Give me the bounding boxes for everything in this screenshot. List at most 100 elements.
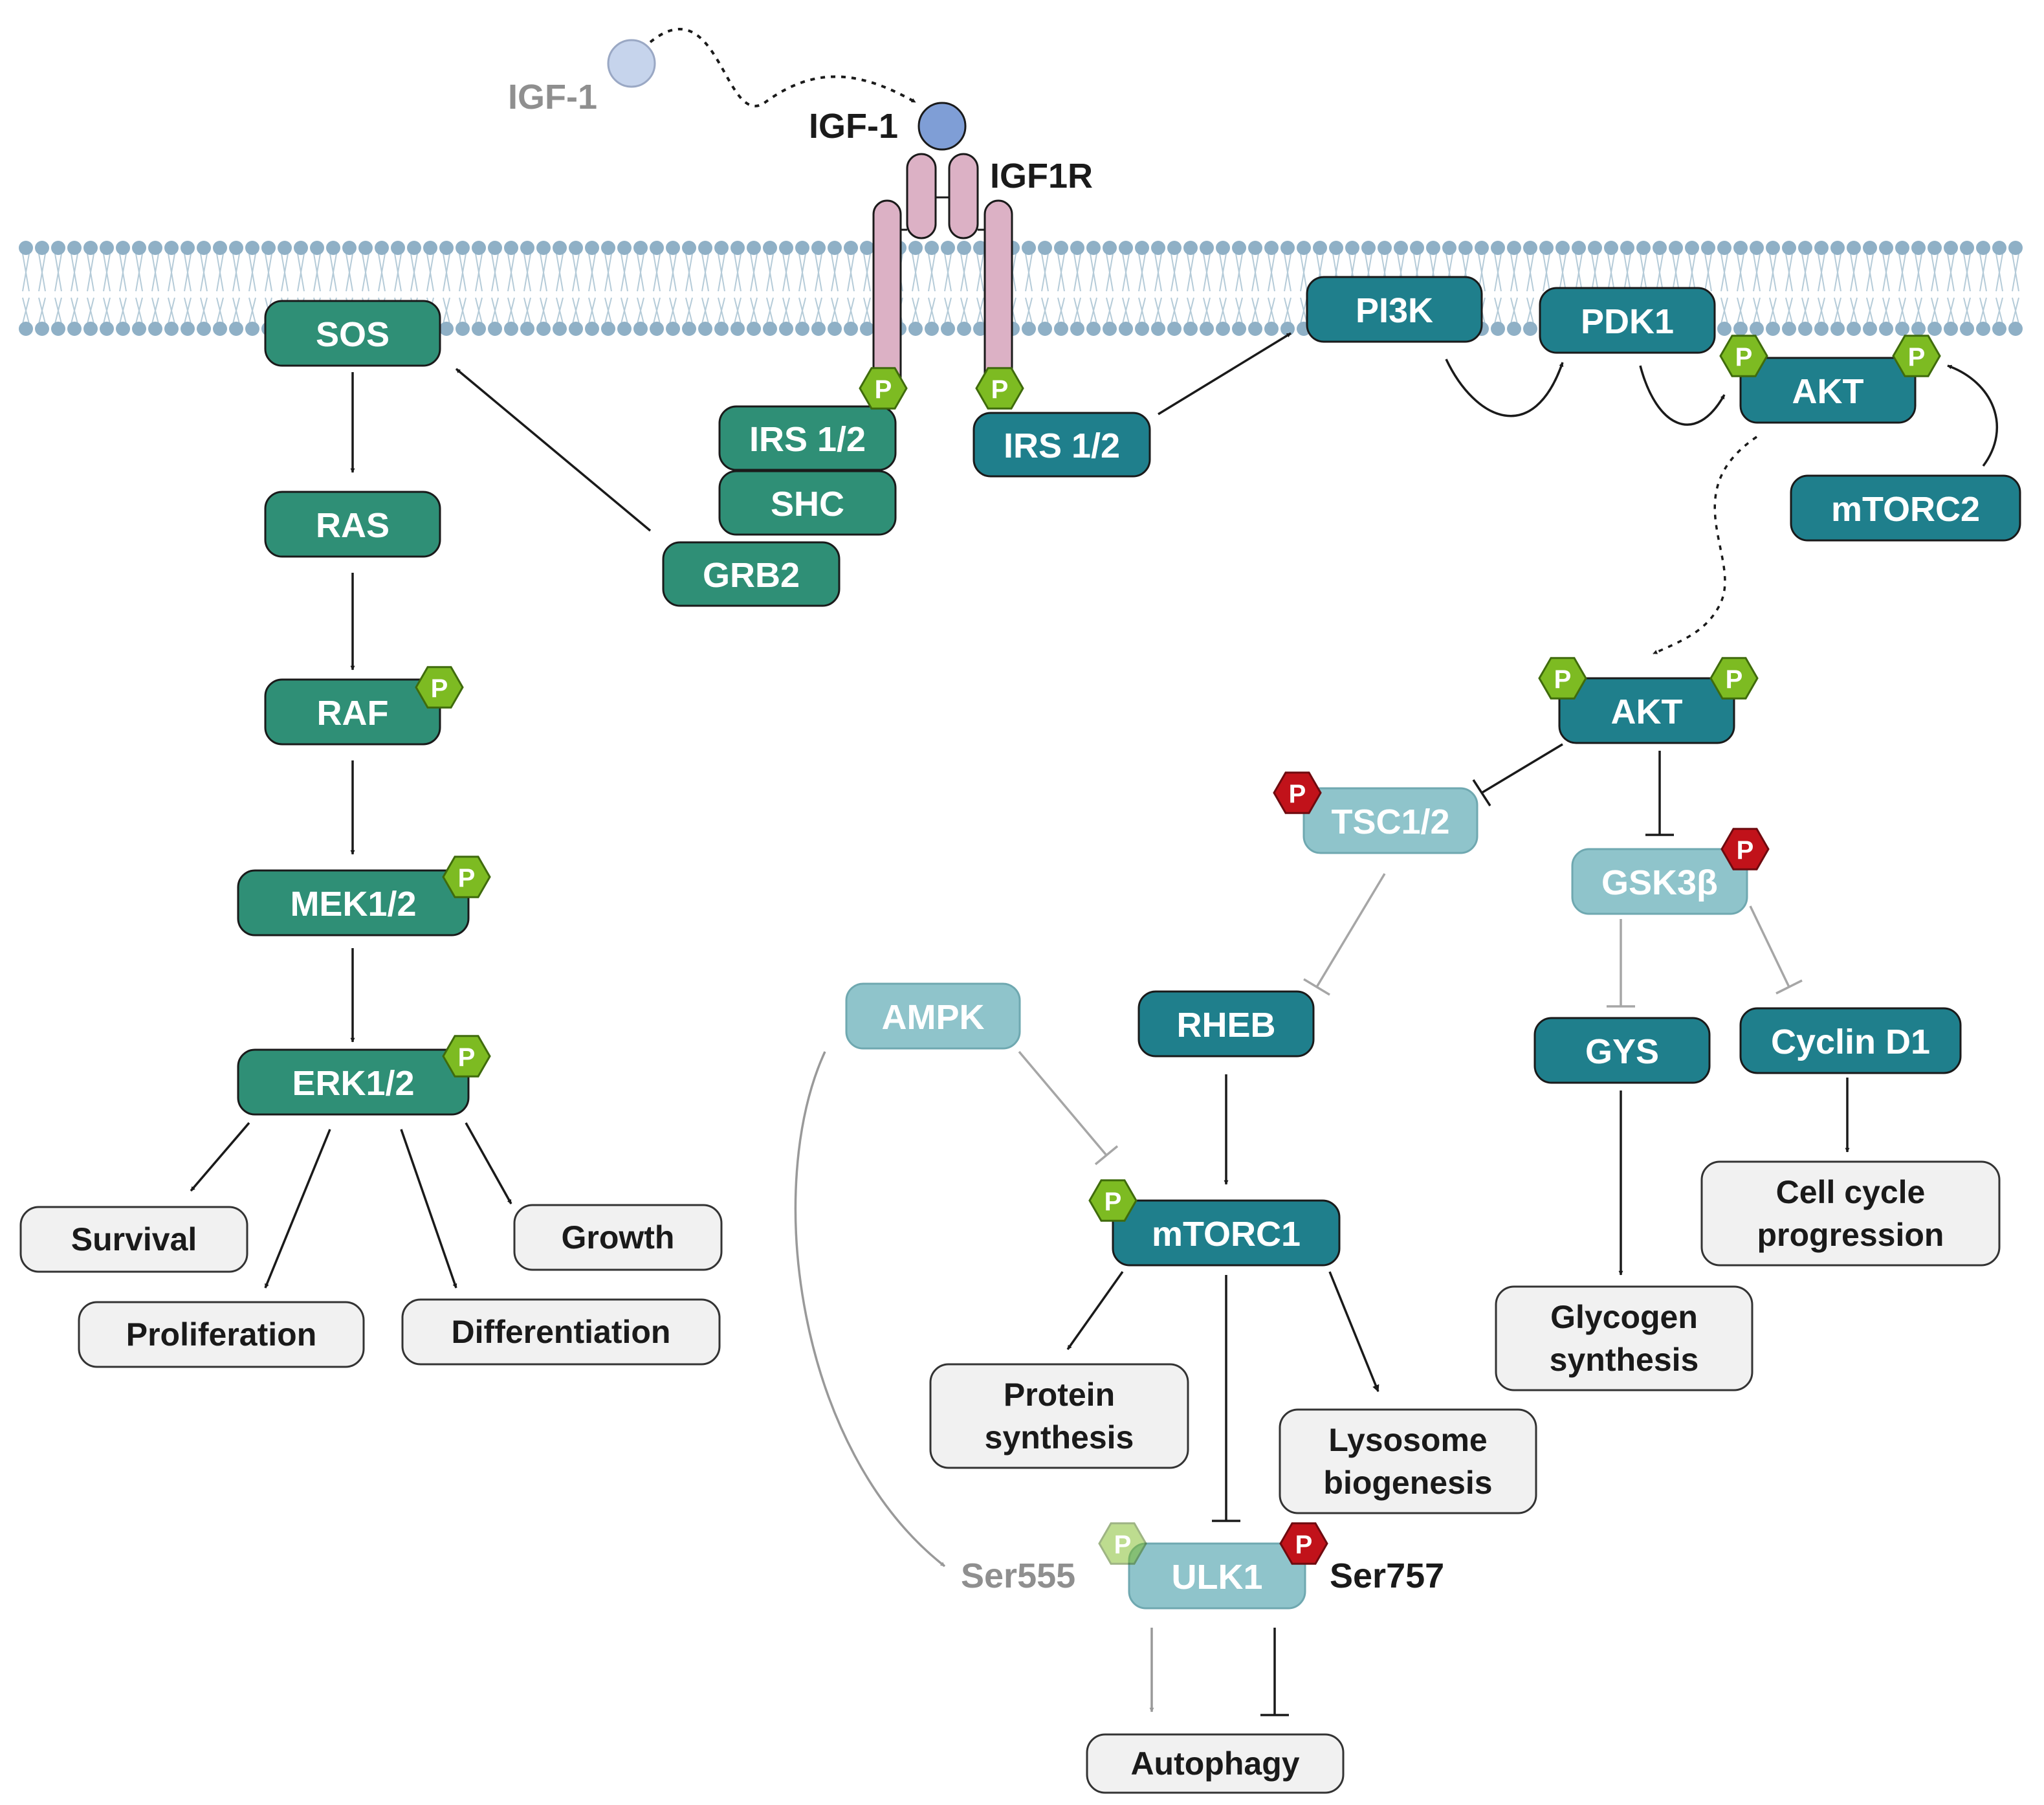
membrane-lipid-head — [1086, 322, 1101, 336]
membrane-lipid-head — [407, 241, 421, 255]
membrane-lipid-head — [1928, 322, 1942, 336]
membrane-lipid-head — [1361, 241, 1376, 255]
membrane-lipid-head — [1248, 322, 1262, 336]
membrane-lipid-head — [1944, 241, 1958, 255]
membrane-lipid-head — [698, 241, 712, 255]
node-akt: AKT — [1558, 677, 1735, 744]
membrane-lipid-head — [1507, 322, 1521, 336]
node-box — [264, 678, 441, 746]
membrane-lipid-head — [1458, 241, 1473, 255]
outcome-box — [19, 1206, 248, 1273]
outcome-box — [1279, 1408, 1537, 1514]
receptor-right-long-chain — [984, 199, 1013, 393]
node-pdk1: PDK1 — [1539, 287, 1716, 354]
membrane-lipid-head — [83, 322, 98, 336]
membrane-lipid-head — [1798, 241, 1812, 255]
node-box — [718, 470, 897, 536]
membrane-lipid-head — [1103, 241, 1117, 255]
node-label: RHEB — [1176, 1006, 1275, 1045]
membrane-lipid-head — [957, 241, 971, 255]
membrane-lipid-head — [197, 322, 211, 336]
phospho-label: P — [1114, 1531, 1132, 1559]
node-box — [264, 300, 441, 367]
outcome-label: Proliferation — [126, 1316, 316, 1353]
membrane-lipid-head — [1378, 241, 1392, 255]
outcome-label: synthesis — [1550, 1342, 1699, 1378]
membrane-lipid-head — [1523, 241, 1537, 255]
outcome-label: biogenesis — [1323, 1465, 1492, 1501]
phospho-hexagon: P — [1719, 335, 1768, 377]
phospho-label: P — [1737, 836, 1754, 865]
membrane-lipid-head — [1572, 241, 1586, 255]
membrane-lipid-head — [148, 241, 162, 255]
erk-to-survival-arrow — [190, 1122, 250, 1192]
irs-to-pi3k-arrow — [1158, 332, 1291, 415]
membrane-lipid-head — [326, 241, 340, 255]
membrane-lipid-head — [860, 322, 874, 336]
membrane-lipid-head — [1151, 241, 1165, 255]
membrane-lipid-head — [1928, 241, 1942, 255]
outcome-differentiation: Differentiation — [401, 1298, 721, 1366]
node-box — [1137, 990, 1315, 1058]
node-box — [1539, 287, 1716, 354]
outcome-label: Glycogen — [1550, 1299, 1698, 1335]
membrane-lipid-head — [358, 241, 373, 255]
membrane-lipid-head — [908, 322, 923, 336]
membrane-lipid-head — [811, 241, 826, 255]
phospho-label: P — [1104, 1188, 1122, 1216]
membrane-lipid-head — [1280, 241, 1295, 255]
membrane-lipid-head — [100, 322, 114, 336]
node-label: GRB2 — [703, 556, 800, 595]
membrane-lipid-head — [1669, 241, 1683, 255]
outcome-box — [1086, 1733, 1345, 1794]
membrane-lipid-head — [245, 322, 259, 336]
node-label: GSK3β — [1601, 863, 1718, 902]
pathway-edges — [190, 28, 1999, 1716]
membrane-lipid-head — [650, 322, 664, 336]
membrane-lipid-head — [391, 241, 405, 255]
phospho-label: P — [991, 375, 1009, 404]
node-label: MEK1/2 — [290, 885, 416, 924]
node-box — [662, 541, 841, 607]
phospho-label: P — [1726, 665, 1743, 694]
node-tsc: TSC1/2 — [1302, 787, 1478, 854]
node-box — [237, 869, 470, 936]
membrane-lipid-head — [1976, 241, 1990, 255]
membrane-lipid-head — [601, 322, 615, 336]
membrane-lipid-head — [553, 241, 567, 255]
node-irs-left: IRS 1/2 — [718, 405, 897, 471]
node-box — [1112, 1199, 1341, 1267]
membrane-lipid-head — [456, 322, 470, 336]
phospho-hexagon: P — [1892, 335, 1941, 377]
akt-translocation-arrow — [1653, 436, 1757, 655]
membrane-lipid-head — [472, 322, 486, 336]
membrane-lipid-head — [1588, 241, 1602, 255]
membrane-lipid-head — [795, 241, 809, 255]
akt-inhibits-gsk — [1645, 751, 1674, 836]
membrane-lipid-head — [569, 322, 583, 336]
membrane-lipid-head — [1216, 322, 1230, 336]
membrane-lipid-head — [35, 241, 49, 255]
outcome-label: synthesis — [985, 1419, 1134, 1456]
outcome-label: Differentiation — [452, 1314, 671, 1350]
membrane-lipid-head — [504, 241, 518, 255]
erk-to-proliferation-arrow — [264, 1129, 331, 1289]
membrane-lipid-head — [941, 322, 955, 336]
node-label: PDK1 — [1581, 302, 1674, 341]
membrane-lipid-head — [164, 322, 179, 336]
outcome-autophagy: Autophagy — [1086, 1733, 1345, 1794]
membrane-lipid-head — [1717, 322, 1731, 336]
phospho-hexagon: P — [1098, 1522, 1147, 1565]
igf1r-label: IGF1R — [990, 157, 1093, 195]
node-label: GYS — [1585, 1032, 1659, 1071]
node-box — [845, 982, 1021, 1050]
mtorc1-to-lysosome-arrow — [1328, 1271, 1379, 1393]
membrane-lipid-head — [763, 241, 777, 255]
membrane-lipid-head — [116, 241, 130, 255]
phospho-label: P — [1295, 1531, 1313, 1559]
membrane-lipid-head — [1523, 322, 1537, 336]
erk-to-differentiation-arrow — [400, 1129, 457, 1289]
membrane-lipid-head — [1491, 322, 1505, 336]
membrane-lipid-head — [504, 322, 518, 336]
